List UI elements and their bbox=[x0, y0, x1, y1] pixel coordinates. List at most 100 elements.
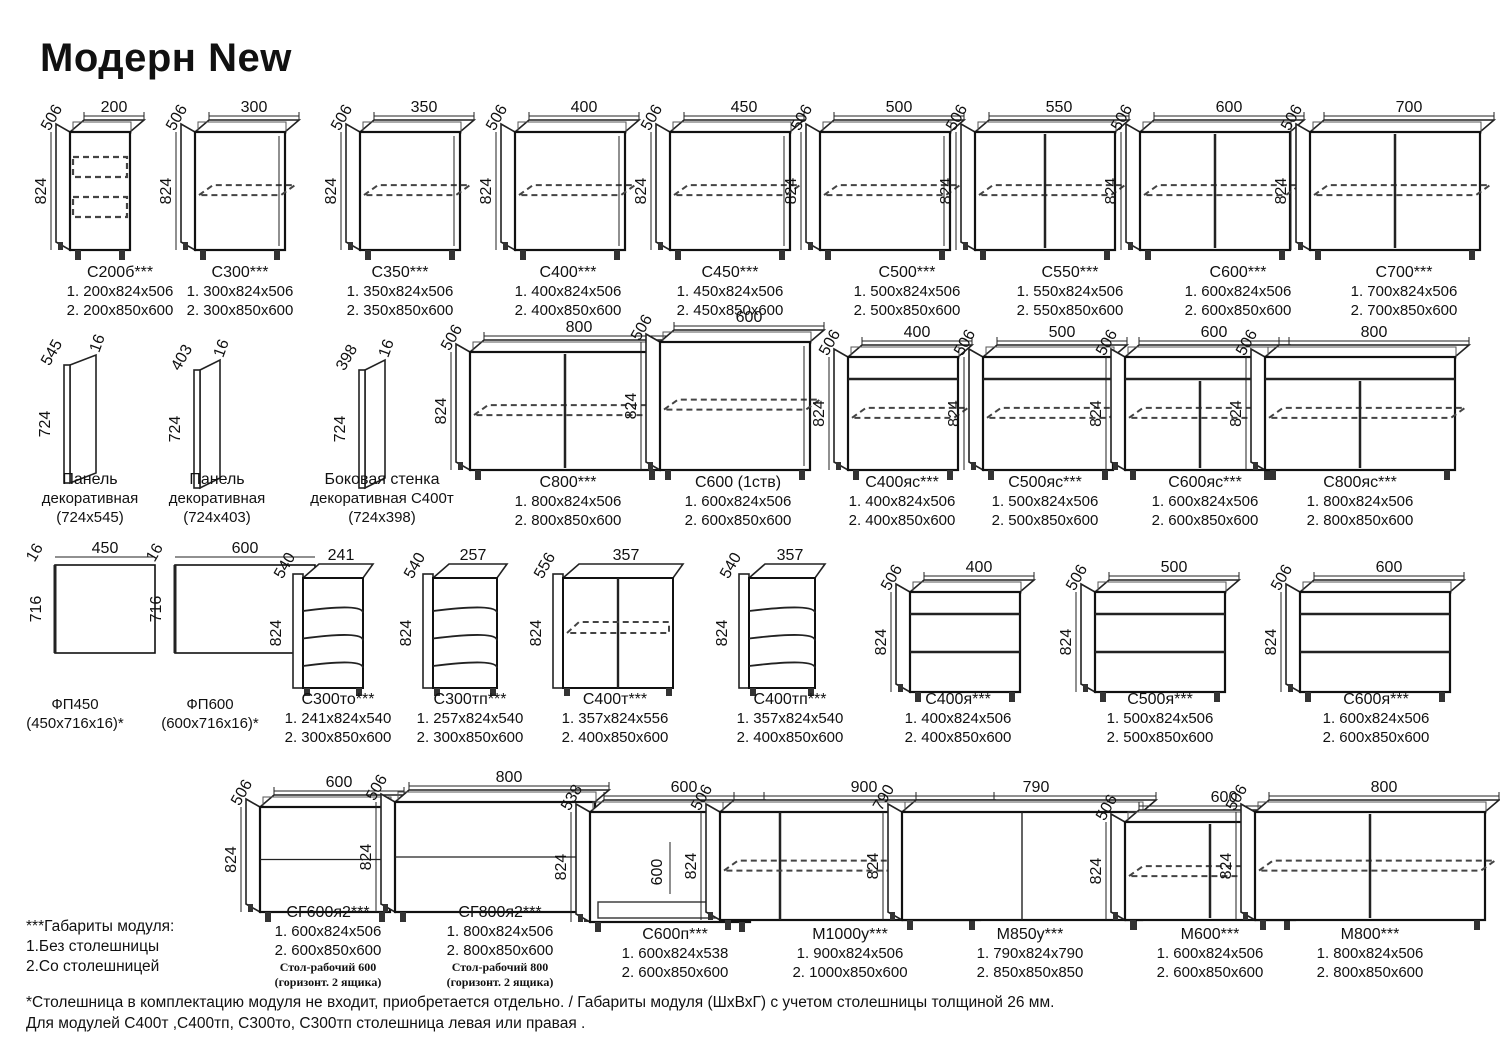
module-line-1: 1. 400x824x506 bbox=[848, 493, 956, 510]
c400-height-label: 824 bbox=[478, 178, 495, 205]
module-name: С300то*** bbox=[301, 691, 375, 708]
module-line-1: 1. 800x824x506 bbox=[514, 493, 622, 510]
module-name: С600*** bbox=[1209, 264, 1267, 281]
fp450-thick-label: 16 bbox=[23, 541, 47, 565]
c400ya-height-label: 824 bbox=[873, 629, 890, 656]
module-fp450: ФП450 (450x716x16)* bbox=[0, 695, 165, 733]
m600-width-label: 600 bbox=[1211, 789, 1238, 806]
module-line-2: 2. 600x850x600 bbox=[684, 512, 792, 529]
c400tp-width-label: 357 bbox=[777, 547, 804, 564]
c600p-height-label: 824 bbox=[553, 854, 570, 881]
c500ys-width-label: 500 bbox=[1049, 324, 1076, 341]
module-line-1: 1. 600x824x506 bbox=[1151, 493, 1259, 510]
module-line-1: ФП450 bbox=[51, 696, 99, 713]
module-name: С450*** bbox=[701, 264, 759, 281]
module-name: С400тп*** bbox=[753, 691, 827, 708]
module-note-1: Стол-рабочий 600 bbox=[279, 960, 377, 974]
c300tp-height-label: 824 bbox=[398, 620, 415, 647]
module-line-1: 1. 600x824x506 bbox=[684, 493, 792, 510]
module-line-2: (450x716x16)* bbox=[26, 715, 124, 732]
module-name: М600*** bbox=[1180, 926, 1240, 943]
module-line-2: 2. 450x850x600 bbox=[676, 302, 784, 319]
c600p-inner-label: 600 bbox=[649, 859, 666, 886]
side398-depth-label: 398 bbox=[333, 342, 361, 374]
c300-width-label: 300 bbox=[241, 99, 268, 116]
module-line-1: 1. 357x824x540 bbox=[736, 710, 844, 727]
module-line-1: 1. 450x824x506 bbox=[676, 283, 784, 300]
c400ya-width-label: 400 bbox=[966, 559, 993, 576]
module-name: М1000у*** bbox=[812, 926, 888, 943]
m1000-width-label: 900 bbox=[851, 779, 878, 796]
c600ya-height-label: 824 bbox=[1263, 629, 1280, 656]
module-line-2: 2. 300x850x600 bbox=[186, 302, 294, 319]
module-name: С350*** bbox=[371, 264, 429, 281]
module-line-2: 2. 550x850x600 bbox=[1016, 302, 1124, 319]
module-name: М800*** bbox=[1340, 926, 1400, 943]
module-line-2: 2. 300x850x600 bbox=[416, 729, 524, 746]
module-line-1: 1. 800x824x506 bbox=[1316, 945, 1424, 962]
pan403-depth-label: 403 bbox=[168, 342, 196, 374]
module-line-2: 2. 1000x850x600 bbox=[792, 964, 908, 981]
m800-width-label: 800 bbox=[1371, 779, 1398, 796]
c450-height-label: 824 bbox=[633, 178, 650, 205]
fp600-thick-label: 16 bbox=[143, 541, 167, 565]
module-line-2: (724x545) bbox=[56, 509, 124, 526]
module-line-1: 1. 900x824x506 bbox=[796, 945, 904, 962]
c600ys-width-label: 600 bbox=[1201, 324, 1228, 341]
c600ya-width-label: 600 bbox=[1376, 559, 1403, 576]
fp600-height-label: 716 bbox=[148, 596, 165, 623]
module-name: С700*** bbox=[1375, 264, 1433, 281]
legend-title: ***Габариты модуля: bbox=[26, 918, 175, 935]
module-line-2: 2. 400x850x600 bbox=[904, 729, 1012, 746]
module-name: С300тп*** bbox=[433, 691, 507, 708]
module-name: С600 (1ств) bbox=[694, 474, 782, 491]
module-line-2: 2. 600x850x600 bbox=[621, 964, 729, 981]
pan403-thick-label: 16 bbox=[211, 337, 233, 360]
c800-height-label: 824 bbox=[433, 398, 450, 425]
module-name: С600яс*** bbox=[1168, 474, 1242, 491]
module-line-1: декоративная С400т bbox=[310, 490, 454, 507]
module-name: С500яс*** bbox=[1008, 474, 1082, 491]
module-line-1: 1. 257x824x540 bbox=[416, 710, 524, 727]
module-name: С500*** bbox=[878, 264, 936, 281]
module-name: С550*** bbox=[1041, 264, 1099, 281]
c800ys-width-label: 800 bbox=[1361, 324, 1388, 341]
c800ys-height-label: 824 bbox=[1228, 400, 1245, 427]
module-line-2: 2. 350x850x600 bbox=[346, 302, 454, 319]
module-line-2: 2. 600x850x600 bbox=[1184, 302, 1292, 319]
module-line-1: 1. 600x824x506 bbox=[1156, 945, 1264, 962]
module-name: С800*** bbox=[539, 474, 597, 491]
c500-height-label: 824 bbox=[783, 178, 800, 205]
